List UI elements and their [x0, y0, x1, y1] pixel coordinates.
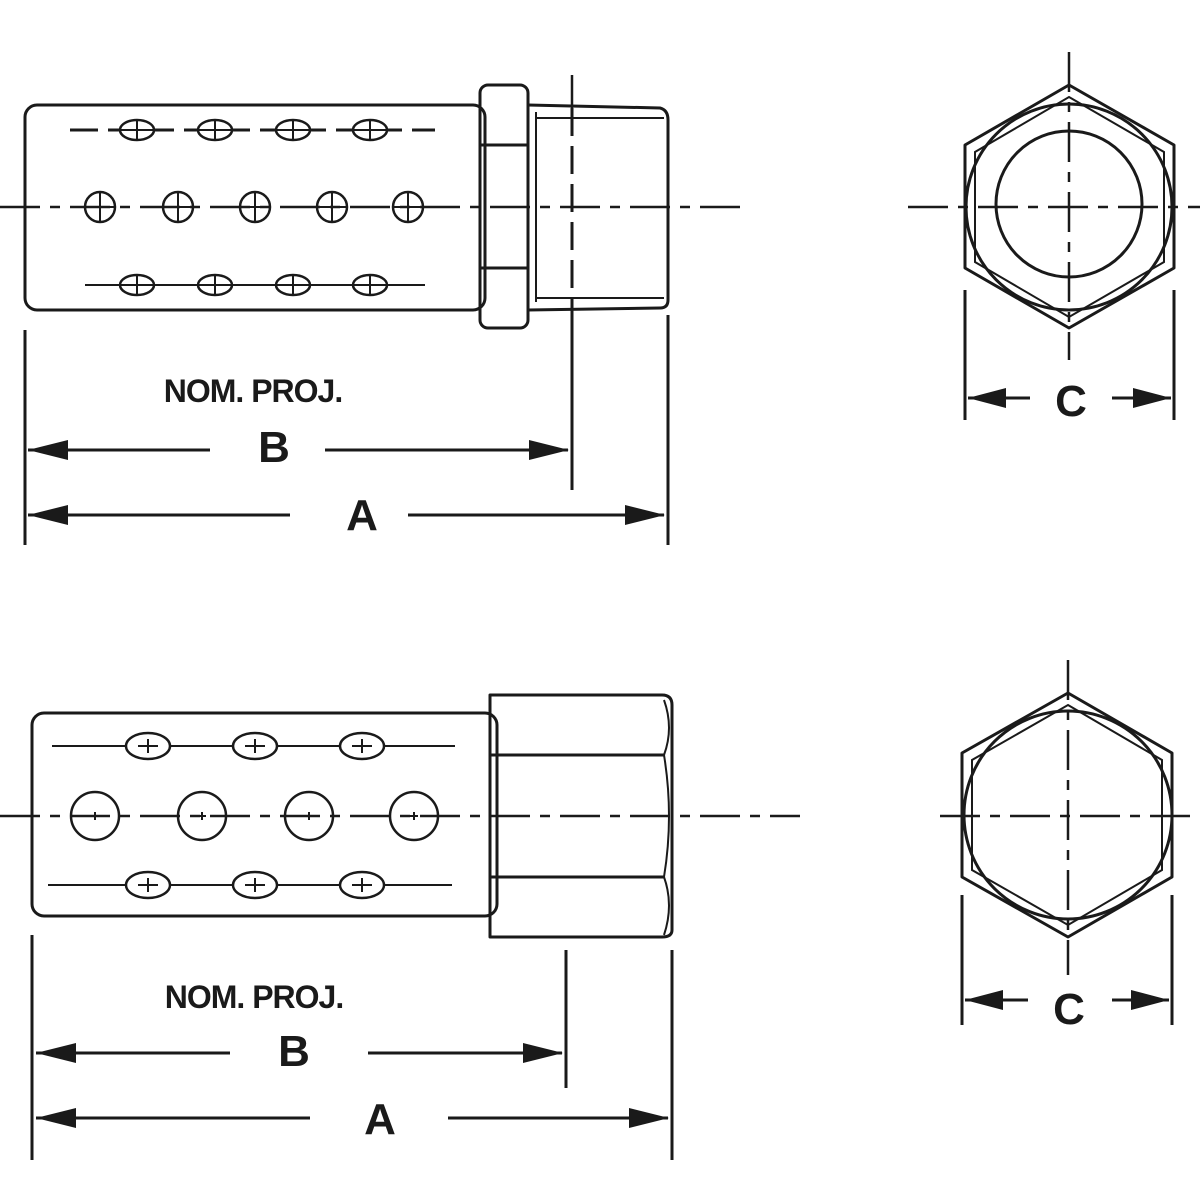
bottom-dimension-b-label: B	[278, 1027, 310, 1076]
top-dimension-c-label: C	[1055, 377, 1087, 426]
bottom-end-hexagon	[960, 691, 1174, 939]
bottom-end-view: C	[940, 660, 1200, 1034]
top-dimension-a-label: A	[346, 491, 378, 540]
top-threaded-stem	[527, 103, 670, 312]
bottom-hex-body	[488, 693, 674, 939]
bottom-muffler-body	[30, 711, 499, 918]
bottom-dimension-a-label: A	[364, 1095, 396, 1144]
top-side-view: NOM. PROJ. B A	[0, 75, 740, 545]
bottom-dimension-c-label: C	[1053, 985, 1085, 1034]
top-dimension-b-label: B	[258, 423, 290, 472]
bottom-side-view: NOM. PROJ. B A	[0, 693, 800, 1160]
bottom-nominal-projection-label: NOM. PROJ.	[165, 979, 343, 1015]
top-end-view: C	[908, 52, 1200, 426]
top-end-hexagon	[963, 83, 1176, 330]
top-nominal-projection-label: NOM. PROJ.	[164, 373, 342, 409]
